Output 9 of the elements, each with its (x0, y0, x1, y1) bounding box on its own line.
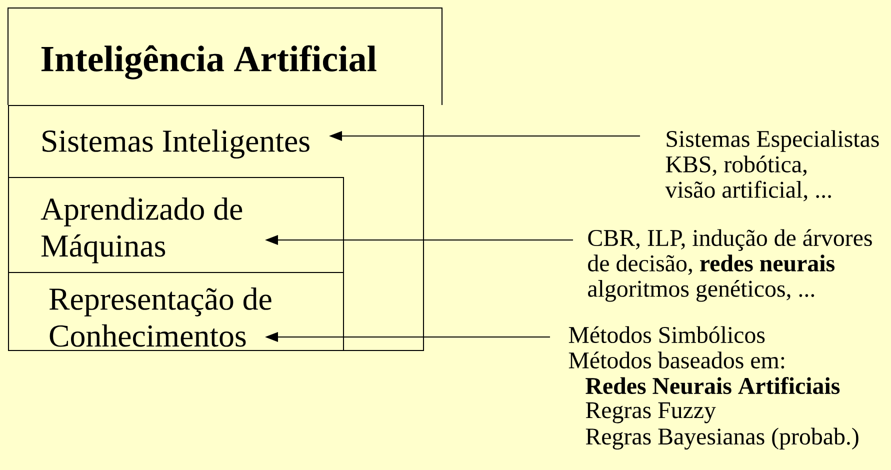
note-text: Sistemas Especialistas KBS, robótica, visão artificial, ... (665, 130, 879, 202)
arrow (329, 131, 640, 141)
arrow (265, 235, 574, 245)
arrow (265, 332, 550, 342)
layer-box: Representação de Conhecimentos (8, 272, 344, 351)
note-text: Métodos Simbólicos Métodos baseados em: Redes Neurais Artificiais Regras Fuzzy Regras Bayesianas (probab.) (568, 326, 858, 450)
note-text: CBR, ILP, indução de árvores de decisão, redes neurais algoritmos genéticos, ... (588, 229, 872, 302)
title-box: Inteligência Artificial (8, 8, 442, 106)
layer-box: Aprendizado de Máquinas (8, 177, 344, 273)
